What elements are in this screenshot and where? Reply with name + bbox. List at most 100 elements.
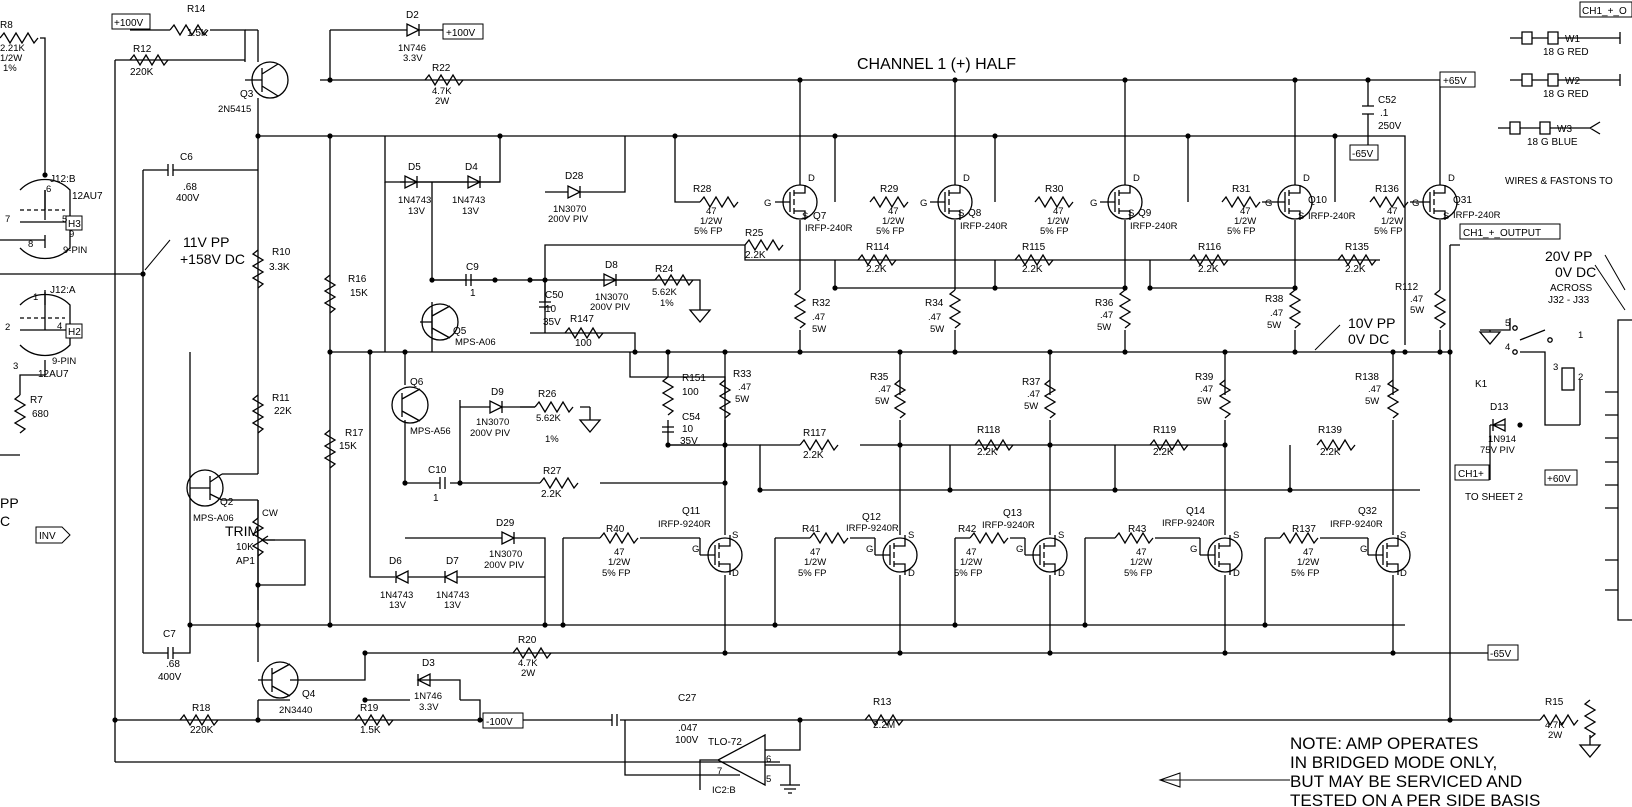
tube-pin-1: 1	[33, 292, 38, 303]
wire-w3-name: W3	[1557, 124, 1572, 135]
r139-ref: R139	[1318, 425, 1342, 436]
r34-ref: R34	[925, 298, 944, 309]
text-layer: CHANNEL 1 (+) HALF +100V +100V +65V -65V…	[0, 4, 1627, 807]
r39-value: .47	[1200, 384, 1213, 395]
r147-value: 100	[575, 338, 592, 349]
r36-ref: R36	[1095, 298, 1114, 309]
d4-part: 1N4743	[452, 195, 485, 206]
annot-11vpp: 11V PP	[183, 234, 229, 250]
trim-ref: TRIM	[225, 523, 259, 539]
r22-value: 4.7K	[432, 86, 452, 97]
r31-ref: R31	[1232, 184, 1251, 195]
c27-voltage: 100V	[675, 735, 699, 746]
faston-wires	[1498, 31, 1621, 135]
r20-value: 4.7K	[518, 658, 538, 669]
rail-plus60: +60V	[1547, 474, 1571, 485]
r28-tol: 5% FP	[694, 226, 723, 237]
r38-ref: R38	[1265, 294, 1284, 305]
q31-pin-s: S	[1443, 211, 1449, 222]
r29-value: 47	[888, 206, 899, 217]
mosfet-symbols	[699, 184, 1458, 575]
q11-part: IRFP-9240R	[658, 519, 711, 530]
q3-ref: Q3	[240, 89, 254, 100]
d2-part: 1N746	[398, 43, 426, 54]
r42-tol: 5% FP	[954, 568, 983, 579]
q9-ref: Q9	[1138, 208, 1152, 219]
r11-value: 22K	[274, 406, 292, 417]
wire-w3-spec: 18 G BLUE	[1527, 137, 1578, 148]
d6-part: 1N4743	[380, 590, 413, 601]
r43-tol: 5% FP	[1124, 568, 1153, 579]
r10-value: 3.3K	[269, 262, 290, 273]
r18-value: 220K	[190, 725, 214, 736]
tube-j12a-type: 12AU7	[38, 369, 69, 380]
rail-plus100-b: +100V	[446, 28, 476, 39]
annot-0vdc-b: 0V DC	[1555, 264, 1596, 280]
q7-ref: Q7	[813, 211, 827, 222]
q12-pin-g: G	[866, 544, 873, 555]
r18-ref: R18	[192, 703, 211, 714]
r137-power: 1/2W	[1297, 557, 1319, 568]
r27-ref: R27	[543, 466, 562, 477]
r19-value: 1.5K	[360, 725, 381, 736]
r135-ref: R135	[1345, 242, 1369, 253]
junction-dots	[42, 77, 1523, 723]
r15-ref: R15	[1545, 697, 1564, 708]
r28-ref: R28	[693, 184, 712, 195]
r117-value: 2.2K	[803, 450, 824, 461]
r14-ref: R14	[187, 4, 206, 15]
r13-ref: R13	[873, 697, 892, 708]
rail-minus65-b: -65V	[1490, 649, 1511, 660]
d8-ref: D8	[605, 260, 618, 271]
d7-part: 1N4743	[436, 590, 469, 601]
d8-part: 1N3070	[595, 292, 628, 303]
r136-ref: R136	[1375, 184, 1399, 195]
c52-voltage: 250V	[1378, 121, 1402, 132]
r136-tol: 5% FP	[1374, 226, 1403, 237]
q10-ref: Q10	[1308, 195, 1327, 206]
q13-ref: Q13	[1003, 508, 1022, 519]
d9-part: 1N3070	[476, 417, 509, 428]
d9-rating: 200V PIV	[470, 428, 511, 439]
d29-ref: D29	[496, 518, 515, 529]
q14-pin-g: G	[1190, 544, 1197, 555]
annot-wires-title: WIRES & FASTONS TO	[1505, 176, 1613, 187]
r33-power: 5W	[735, 394, 749, 405]
q9-pin-s: S	[1128, 208, 1134, 219]
r15-power: 2W	[1548, 730, 1562, 741]
ic2b-pin7: 7	[717, 766, 722, 777]
tube-pin-7: 7	[5, 214, 10, 225]
wire-w2-spec: 18 G RED	[1543, 89, 1589, 100]
tube-j12a-pins: 9-PIN	[52, 356, 76, 367]
r25-value: 2.2K	[745, 250, 766, 261]
r17-value: 15K	[339, 441, 357, 452]
q2-part: MPS-A06	[193, 513, 234, 524]
d7-ref: D7	[446, 556, 459, 567]
r117-ref: R117	[803, 428, 827, 439]
r38-value: .47	[1270, 308, 1283, 319]
r28-power: 1/2W	[700, 216, 722, 227]
q14-part: IRFP-9240R	[1162, 518, 1215, 529]
r119-ref: R119	[1153, 425, 1177, 436]
q5-part: MPS-A06	[455, 337, 496, 348]
r33-ref: R33	[733, 369, 752, 380]
r137-ref: R137	[1292, 524, 1316, 535]
q8-part: IRFP-240R	[960, 221, 1008, 232]
r41-power: 1/2W	[804, 557, 826, 568]
r112-value: .47	[1410, 294, 1423, 305]
r24-value: 5.62K	[652, 287, 677, 298]
q6-ref: Q6	[410, 377, 424, 388]
annot-158vdc: +158V DC	[180, 251, 245, 267]
q4-part: 2N3440	[279, 705, 312, 716]
d2-voltage: 3.3V	[403, 53, 423, 64]
r35-ref: R35	[870, 372, 889, 383]
r36-power: 5W	[1097, 322, 1111, 333]
net-h2: H2	[68, 327, 81, 338]
wiring	[0, 29, 1626, 788]
q9-pin-g: G	[1090, 198, 1097, 209]
q14-pin-s: S	[1233, 530, 1239, 541]
q2-ref: Q2	[220, 497, 234, 508]
d7-voltage: 13V	[444, 600, 462, 611]
d3-voltage: 3.3V	[419, 702, 439, 713]
